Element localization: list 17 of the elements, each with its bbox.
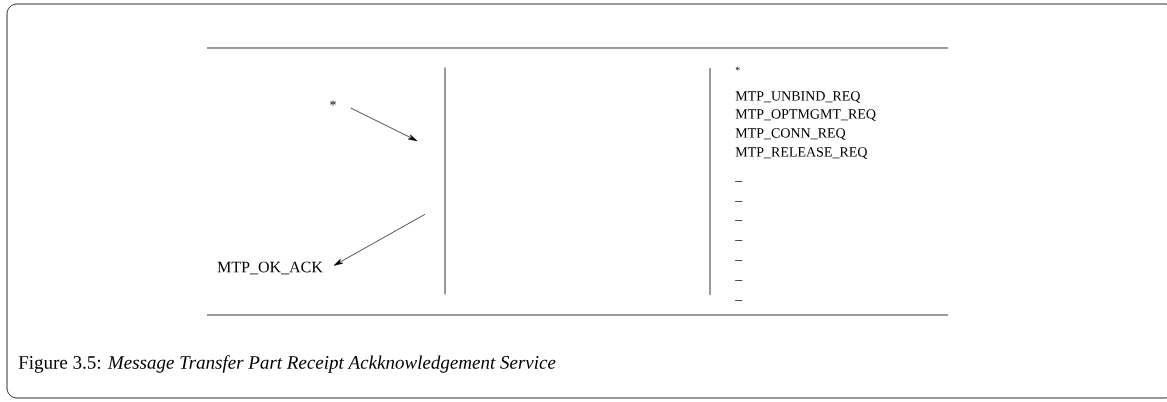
message-label: MTP_UNBIND_REQ — [735, 91, 861, 103]
message-label: – — [735, 220, 743, 221]
arrow — [333, 213, 426, 266]
message-label: – — [735, 181, 743, 182]
message-label: MTP_OK_ACK — [217, 261, 323, 275]
message-label: – — [735, 260, 743, 261]
message-label: – — [735, 201, 743, 202]
message-label: * — [735, 66, 740, 71]
message-label: – — [735, 300, 743, 301]
message-label: MTP_RELEASE_REQ — [735, 147, 868, 159]
arrow — [350, 107, 418, 142]
caption: Figure 3.5: Message Transfer Part Receipt Ackknowledgement Service — [18, 355, 556, 373]
message-label: – — [735, 240, 743, 241]
message-label: * — [330, 100, 336, 106]
message-label: MTP_OPTMGMT_REQ — [735, 109, 876, 121]
message-label: MTP_CONN_REQ — [735, 128, 846, 140]
message-label: – — [735, 280, 743, 281]
